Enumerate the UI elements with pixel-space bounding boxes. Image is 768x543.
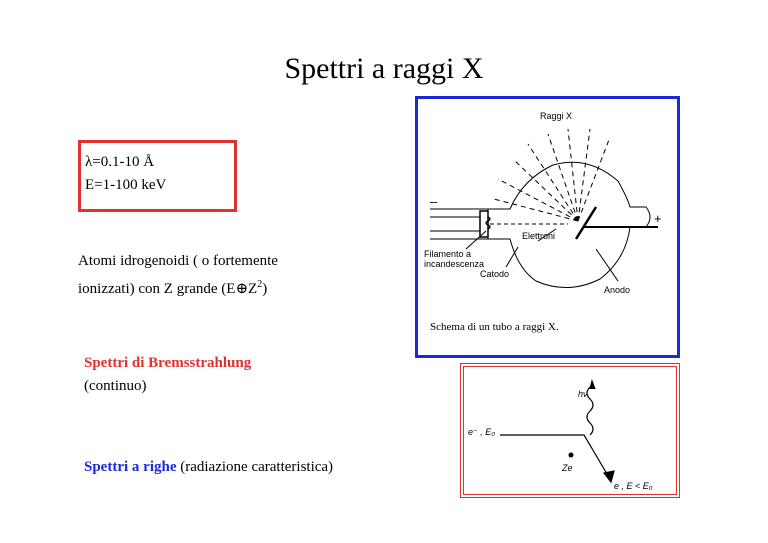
line-spectra-label: Spettri a righe (84, 459, 177, 475)
photon-label: hν (578, 389, 588, 399)
bremsstrahlung-text: Spettri di Bremsstrahlung (continuo) (84, 352, 251, 398)
atoms-line-2-prefix: ionizzati) con Z grande (E (78, 281, 236, 297)
plus-sign: + (654, 211, 662, 226)
bremsstrahlung-sub: (continuo) (84, 378, 147, 394)
xray-label: Raggi X (540, 111, 573, 121)
energy-range: E=1-100 keV (85, 177, 167, 193)
incoming-electron-label: e⁻ , E₀ (468, 427, 496, 437)
minus-sign: – (430, 194, 438, 209)
outgoing-electron-label: e , E < E₀ (614, 481, 653, 491)
wavelength-energy-box: λ=0.1-10 Å E=1-100 keV (78, 140, 237, 212)
tube-caption: Schema di un tubo a raggi X. (430, 321, 559, 333)
proportional-symbol: ⊕ (235, 281, 249, 297)
page-title: Spettri a raggi X (284, 52, 484, 85)
atoms-line-2: ionizzati) con Z grande (E⊕Z2) (78, 273, 278, 301)
atoms-line-2-suffix: ) (262, 281, 268, 297)
nucleus-dot (568, 452, 574, 458)
atoms-exponent: 2 (257, 279, 263, 290)
bremsstrahlung-drawing (500, 378, 615, 484)
filament-label-1: Filamento a (424, 249, 472, 259)
filament-label-2: incandescenza (424, 259, 485, 269)
hydrogenoid-atoms-text: Atomi idrogenoidi ( o fortemente ionizza… (78, 250, 278, 301)
wavelength-range: λ=0.1-10 Å (85, 154, 155, 170)
atoms-line-1: Atomi idrogenoidi ( o fortemente (78, 253, 278, 269)
line-spectra-sub: (radiazione caratteristica) (176, 459, 334, 475)
bremsstrahlung-label: Spettri di Bremsstrahlung (84, 355, 252, 371)
xray-tube-drawing (430, 128, 658, 289)
atoms-z: Z (248, 281, 258, 297)
cathode-label: Catodo (480, 269, 510, 279)
anode-label: Anodo (604, 285, 631, 295)
electrons-label: Elettroni (522, 231, 556, 241)
nucleus-label: Ze (562, 463, 573, 473)
line-spectra-text: Spettri a righe (radiazione caratteristi… (84, 456, 333, 479)
xray-tube-diagram: Raggi X – + Elettroni Filamento a incand… (415, 96, 680, 358)
bremsstrahlung-diagram: hν e⁻ , E₀ Ze e , E < E₀ (460, 363, 680, 498)
